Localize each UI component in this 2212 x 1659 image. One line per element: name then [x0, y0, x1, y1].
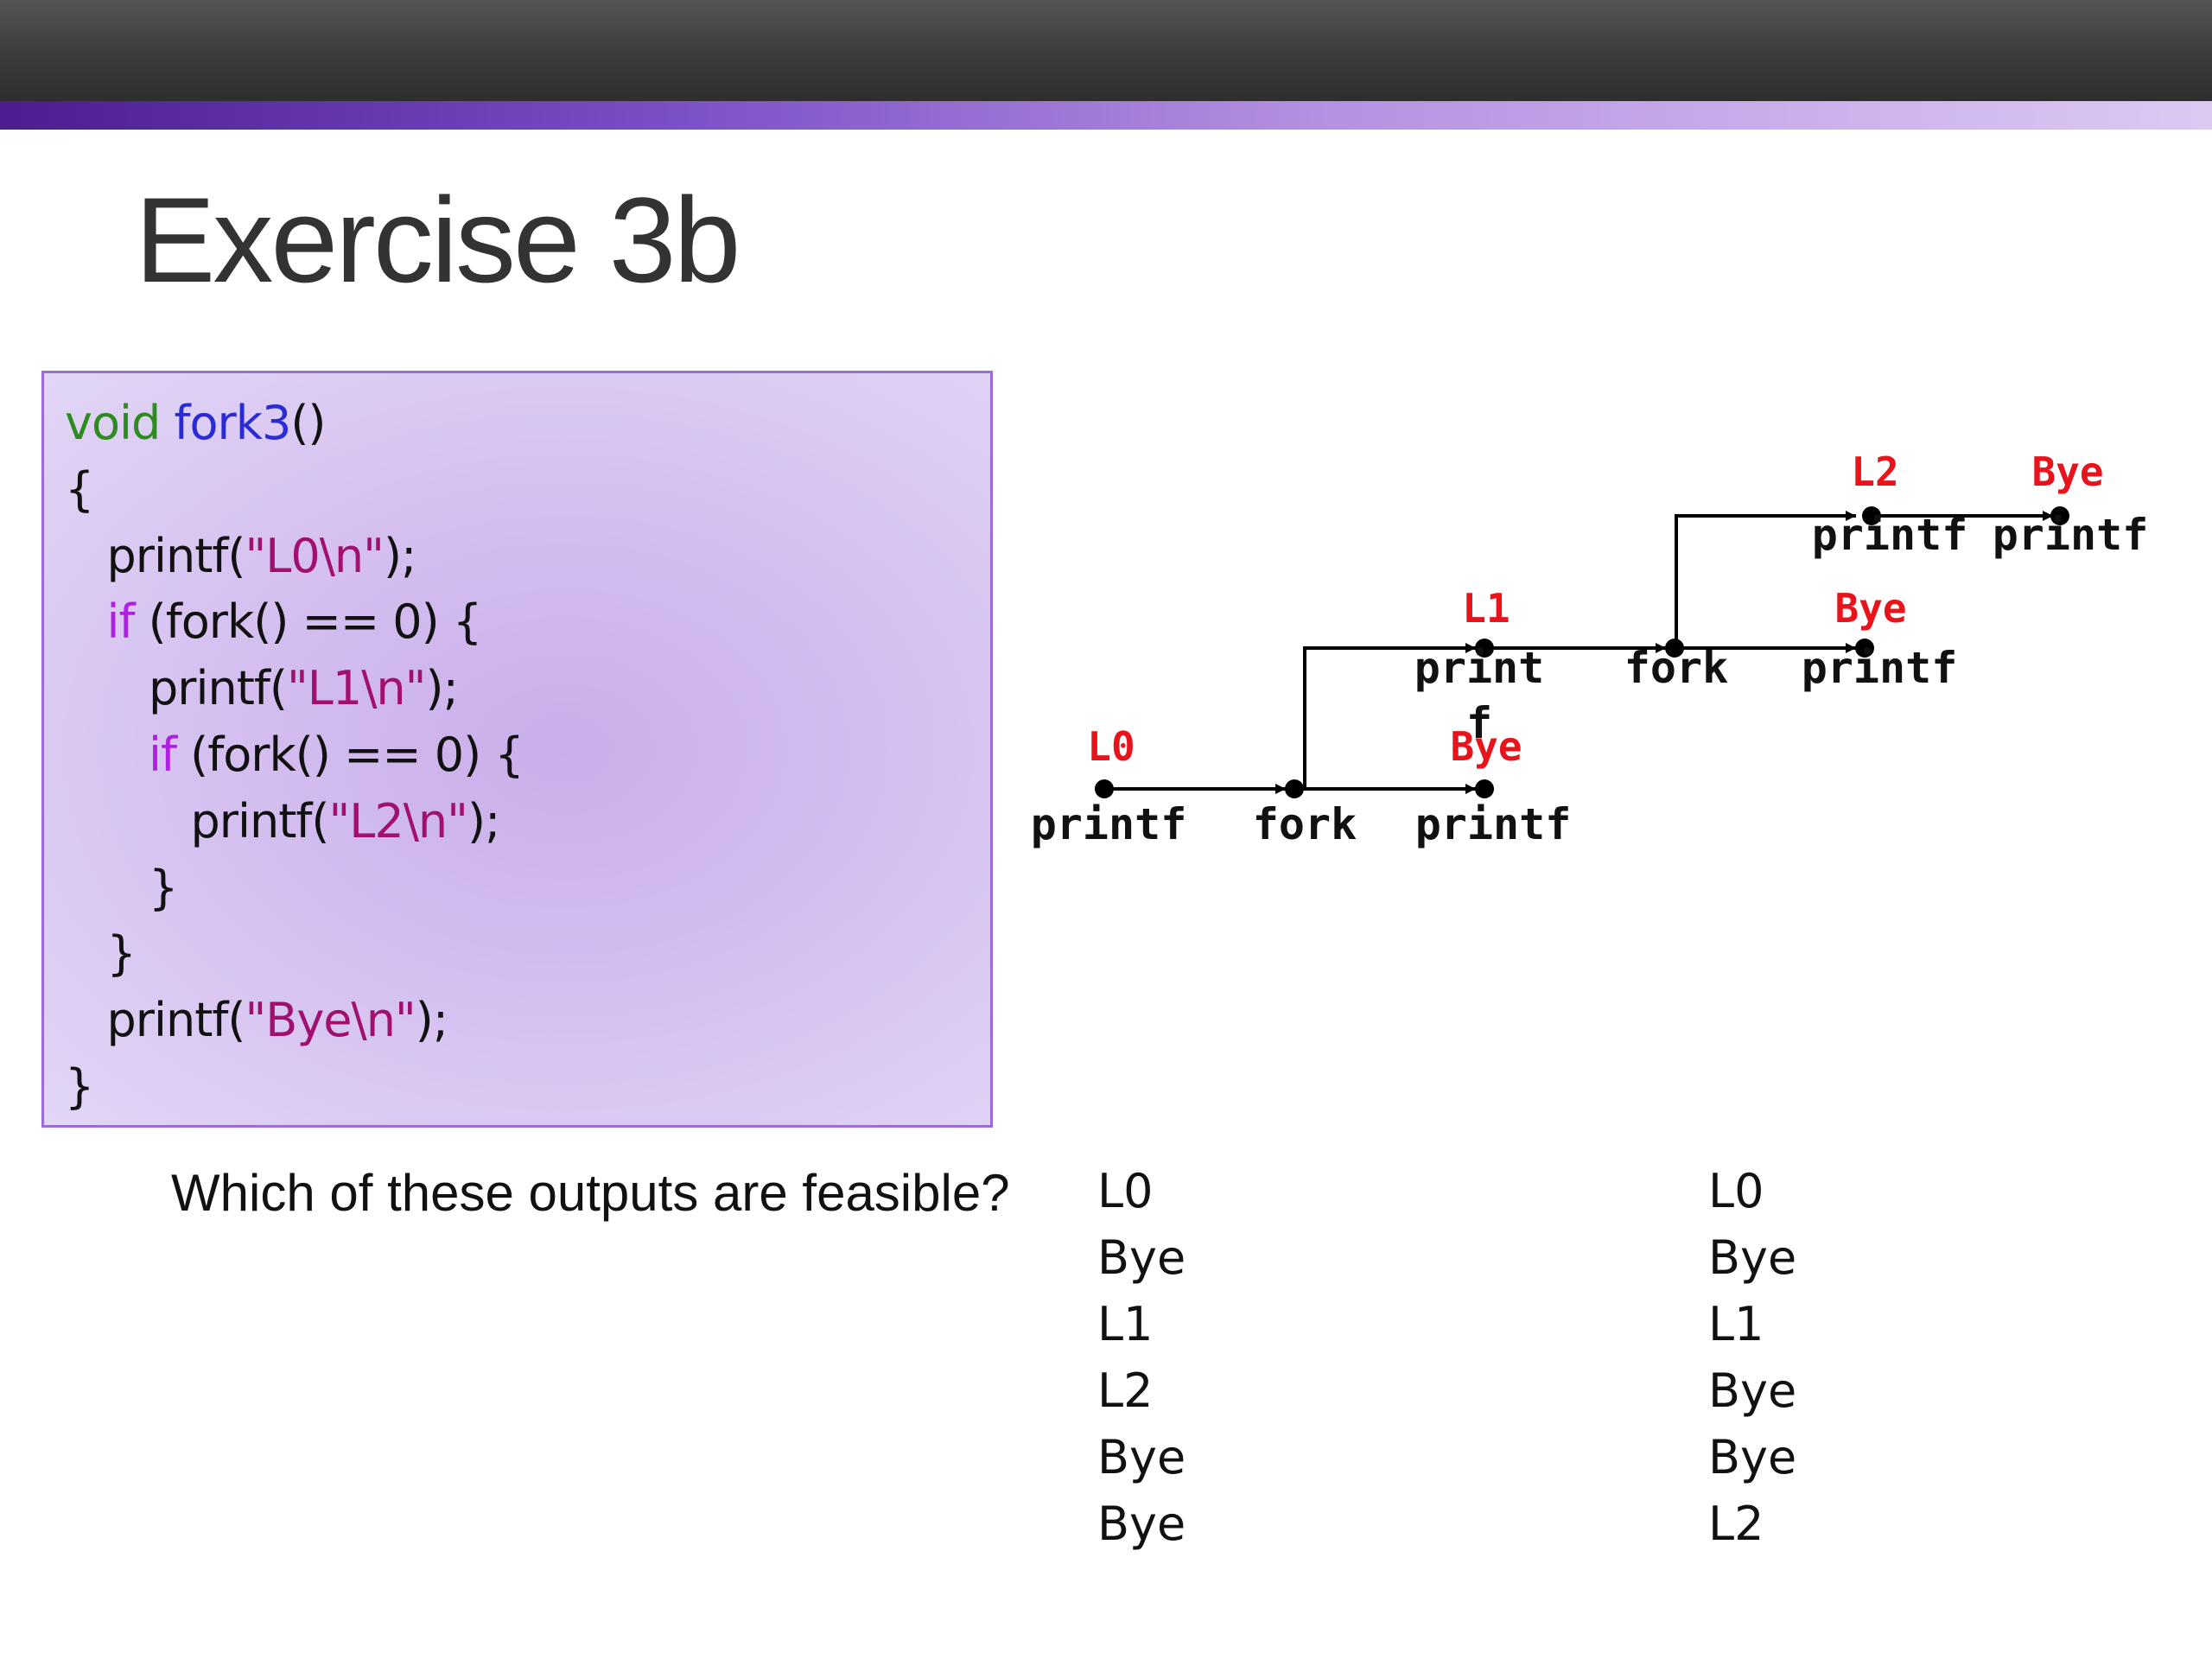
label-printf-l0: printf — [1031, 799, 1187, 849]
output-line: L0 — [1708, 1164, 1764, 1218]
code-line: printf("L0\n"); — [65, 526, 416, 587]
code-line: if (fork() == 0) { — [65, 592, 483, 652]
node-printf-l2 — [1862, 506, 1881, 525]
label-printf-bye-grandchild: printf — [1993, 510, 2149, 560]
output-line: L0 — [1097, 1164, 1154, 1218]
code-token: "L2\n" — [328, 793, 468, 849]
code-line: { — [65, 460, 94, 520]
code-token: (fork() == 0) { — [134, 594, 482, 650]
label-l2: L2 — [1851, 448, 1898, 495]
node-printf-bye-main — [1475, 779, 1494, 798]
code-token: printf( — [65, 793, 329, 849]
output-line: Bye — [1708, 1363, 1797, 1418]
output-line: Bye — [1097, 1497, 1186, 1551]
label-bye-grandchild: Bye — [2031, 448, 2103, 495]
process-graph: L0 L1 L2 Bye Bye Bye printf fork printf … — [1031, 448, 2149, 849]
code-token: } — [65, 1059, 94, 1114]
label-printf-bye-child: printf — [1802, 643, 1958, 693]
output-line: L1 — [1708, 1297, 1764, 1351]
output-line: Bye — [1708, 1230, 1797, 1285]
label-fork-main: fork — [1253, 799, 1357, 849]
edge-child-branch — [1303, 643, 1476, 789]
code-token: "L1\n" — [286, 661, 427, 716]
code-token: ); — [415, 993, 448, 1048]
code-line: } — [65, 924, 136, 984]
output-line: L1 — [1097, 1297, 1154, 1351]
code-token: void — [65, 396, 161, 450]
code-token: printf( — [65, 528, 245, 583]
code-token: ); — [425, 661, 459, 716]
code-token: (fork() == 0) { — [176, 728, 524, 782]
code-line: void fork3() — [65, 393, 326, 454]
node-printf-l0 — [1095, 779, 1114, 798]
label-printf-l2: printf — [1812, 510, 1968, 560]
accent-bar — [0, 101, 2212, 130]
code-token: fork3 — [174, 396, 291, 450]
code-token: "L0\n" — [245, 528, 385, 583]
code-token: ); — [384, 528, 416, 583]
node-printf-bye-grandchild — [2050, 506, 2069, 525]
code-token: () — [290, 396, 326, 450]
top-bar — [0, 0, 2212, 101]
label-printf-l1-a: print — [1414, 643, 1545, 693]
code-token: ); — [467, 793, 500, 849]
node-fork-1 — [1285, 779, 1304, 798]
output-line: L2 — [1097, 1363, 1154, 1418]
slide-title: Exercise 3b — [135, 172, 741, 308]
label-bye-main: Bye — [1450, 723, 1522, 770]
label-bye-child: Bye — [1834, 585, 1906, 632]
code-block: void fork3(){ printf("L0\n"); if (fork()… — [41, 371, 993, 1128]
code-token: { — [65, 461, 94, 517]
node-printf-bye-child — [1855, 639, 1874, 658]
code-line: printf("Bye\n"); — [65, 990, 448, 1051]
code-token: if — [149, 728, 177, 782]
edge-grandchild-branch — [1675, 511, 1856, 648]
output-line: Bye — [1708, 1430, 1797, 1484]
code-line: } — [65, 858, 178, 918]
code-token: printf( — [65, 993, 245, 1048]
code-line: printf("L2\n"); — [65, 791, 500, 852]
label-l0: L0 — [1087, 723, 1135, 770]
node-printf-l1 — [1475, 639, 1494, 658]
code-token: } — [65, 860, 178, 915]
output-line: L2 — [1708, 1497, 1764, 1551]
label-printf-bye-main: printf — [1415, 799, 1572, 849]
output-line: Bye — [1097, 1430, 1186, 1484]
code-line: } — [65, 1057, 94, 1117]
code-token: } — [65, 926, 136, 982]
label-printf-l1-b: f — [1466, 698, 1492, 748]
code-token: printf( — [65, 661, 288, 716]
code-token: "Bye\n" — [245, 993, 416, 1048]
output-line: Bye — [1097, 1230, 1186, 1285]
question-text: Which of these outputs are feasible? — [171, 1164, 1010, 1222]
label-fork-child: fork — [1624, 643, 1728, 693]
node-fork-2 — [1665, 639, 1684, 658]
code-token: if — [106, 594, 136, 650]
code-line: printf("L1\n"); — [65, 658, 459, 719]
code-line: if (fork() == 0) { — [65, 725, 524, 785]
label-l1: L1 — [1462, 585, 1510, 632]
